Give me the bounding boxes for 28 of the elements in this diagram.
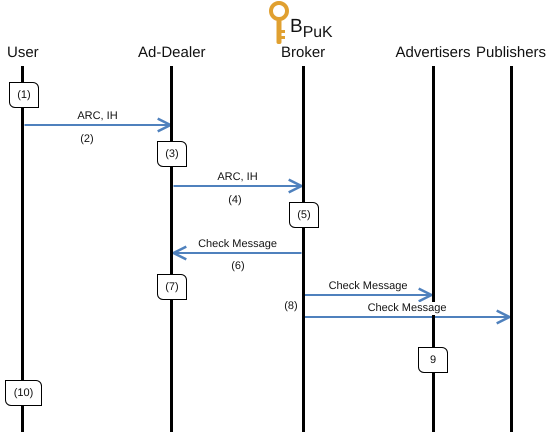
- participant-name: User: [7, 44, 39, 62]
- lifeline: [476, 44, 546, 432]
- step-box: 9: [418, 347, 448, 373]
- edge-label: Check Message: [196, 238, 279, 251]
- step-number: (2): [78, 133, 96, 146]
- step-box: (7): [157, 274, 187, 300]
- edge-label: ARC, IH: [215, 171, 260, 184]
- message-arrow: [172, 245, 302, 261]
- edge-label: Check Message: [326, 280, 410, 293]
- edge-label: ARC, IH: [75, 110, 120, 123]
- step-box: (3): [157, 141, 187, 167]
- step-number: (6): [229, 260, 247, 273]
- step-box: (10): [5, 380, 42, 406]
- message-arrow: [24, 117, 172, 133]
- participant-name: Broker: [281, 44, 326, 62]
- step-number: (8): [282, 300, 300, 313]
- step-box: (1): [9, 82, 39, 108]
- lifeline: [281, 44, 326, 432]
- participant-name: Ad-Dealer: [138, 44, 206, 62]
- step-box: (5): [289, 202, 319, 228]
- key-label: B$_{PuK}$: [290, 16, 333, 42]
- message-arrow: [304, 309, 511, 325]
- participant-name: Advertisers: [396, 44, 471, 62]
- message-arrow: [304, 287, 433, 303]
- message-arrow: [174, 178, 303, 194]
- step-number: (4): [226, 194, 244, 207]
- edge-label: Check Message: [366, 302, 448, 315]
- participant-name: Publishers: [476, 44, 546, 62]
